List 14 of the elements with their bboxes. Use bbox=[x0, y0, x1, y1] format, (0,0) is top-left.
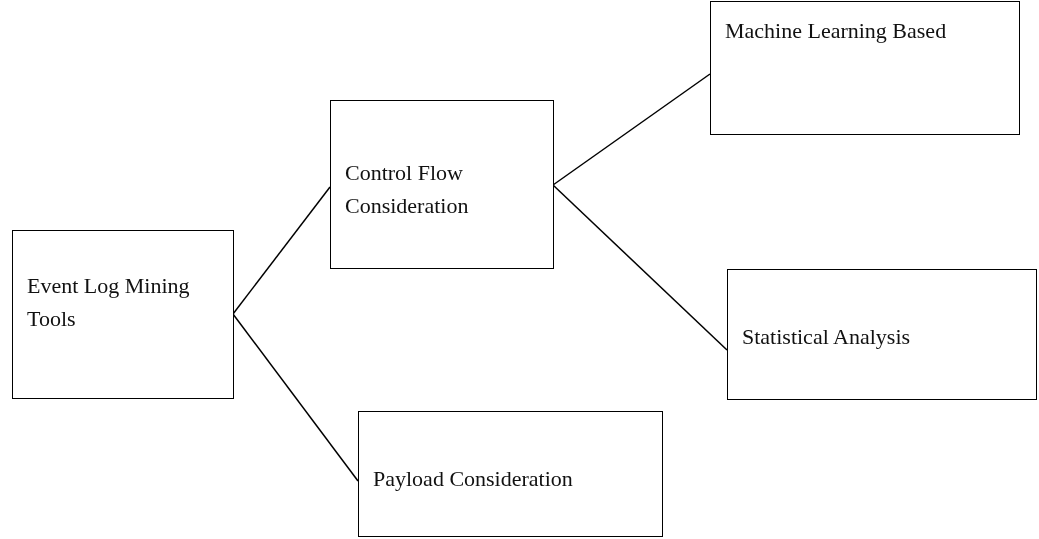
box-label: Machine Learning Based bbox=[725, 17, 948, 45]
connector-line bbox=[552, 73, 711, 186]
box-label: Control Flow Consideration bbox=[345, 159, 470, 220]
process-box bbox=[358, 411, 663, 537]
connector-line bbox=[232, 313, 359, 482]
connector-line bbox=[552, 184, 728, 351]
box-label: Payload Consideration bbox=[373, 465, 574, 493]
process-box bbox=[330, 100, 554, 269]
process-box bbox=[727, 269, 1037, 400]
process-box bbox=[12, 230, 234, 399]
process-box bbox=[710, 1, 1020, 135]
connector-line bbox=[232, 186, 331, 315]
box-label: Statistical Analysis bbox=[742, 323, 912, 351]
box-label: Event Log Mining Tools bbox=[27, 272, 191, 333]
